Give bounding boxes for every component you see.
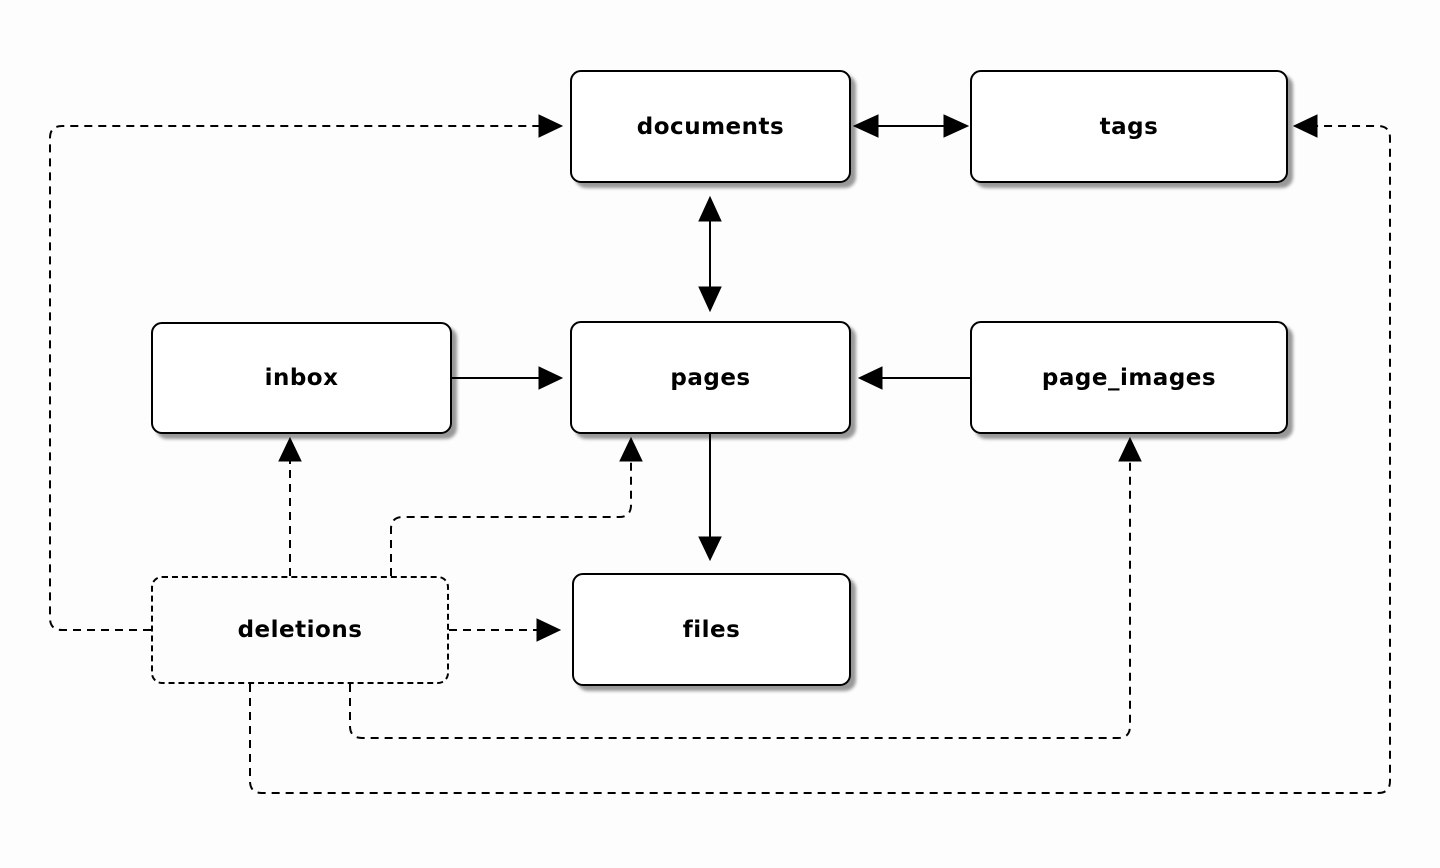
- node-inbox-label: inbox: [264, 365, 339, 391]
- edge-pages-files: [698, 434, 722, 562]
- edge-deletions-inbox: [278, 436, 302, 576]
- node-documents-label: documents: [636, 113, 785, 140]
- edge-deletions-pages: [390, 436, 643, 576]
- node-tags: tags: [970, 70, 1288, 183]
- node-files: files: [572, 573, 851, 686]
- node-files-label: files: [682, 616, 741, 643]
- edge-deletions-tags: [249, 114, 1391, 794]
- edge-deletions-files: [449, 618, 562, 642]
- edge-page_images-pages: [857, 366, 970, 390]
- edge-documents-pages: [698, 195, 722, 313]
- node-inbox: inbox: [151, 322, 452, 434]
- node-page-images-label: page_images: [1041, 364, 1217, 391]
- node-documents: documents: [570, 70, 851, 183]
- node-page-images: page_images: [970, 321, 1288, 434]
- node-pages: pages: [570, 321, 851, 434]
- node-deletions-label: deletions: [237, 617, 363, 643]
- node-pages-label: pages: [670, 364, 751, 391]
- node-tags-label: tags: [1099, 113, 1159, 140]
- edge-deletions-documents: [49, 114, 564, 631]
- edge-deletions-page_images: [349, 436, 1142, 739]
- edge-documents-tags: [852, 114, 970, 138]
- edge-inbox-pages: [452, 366, 564, 390]
- node-deletions: deletions: [151, 576, 449, 684]
